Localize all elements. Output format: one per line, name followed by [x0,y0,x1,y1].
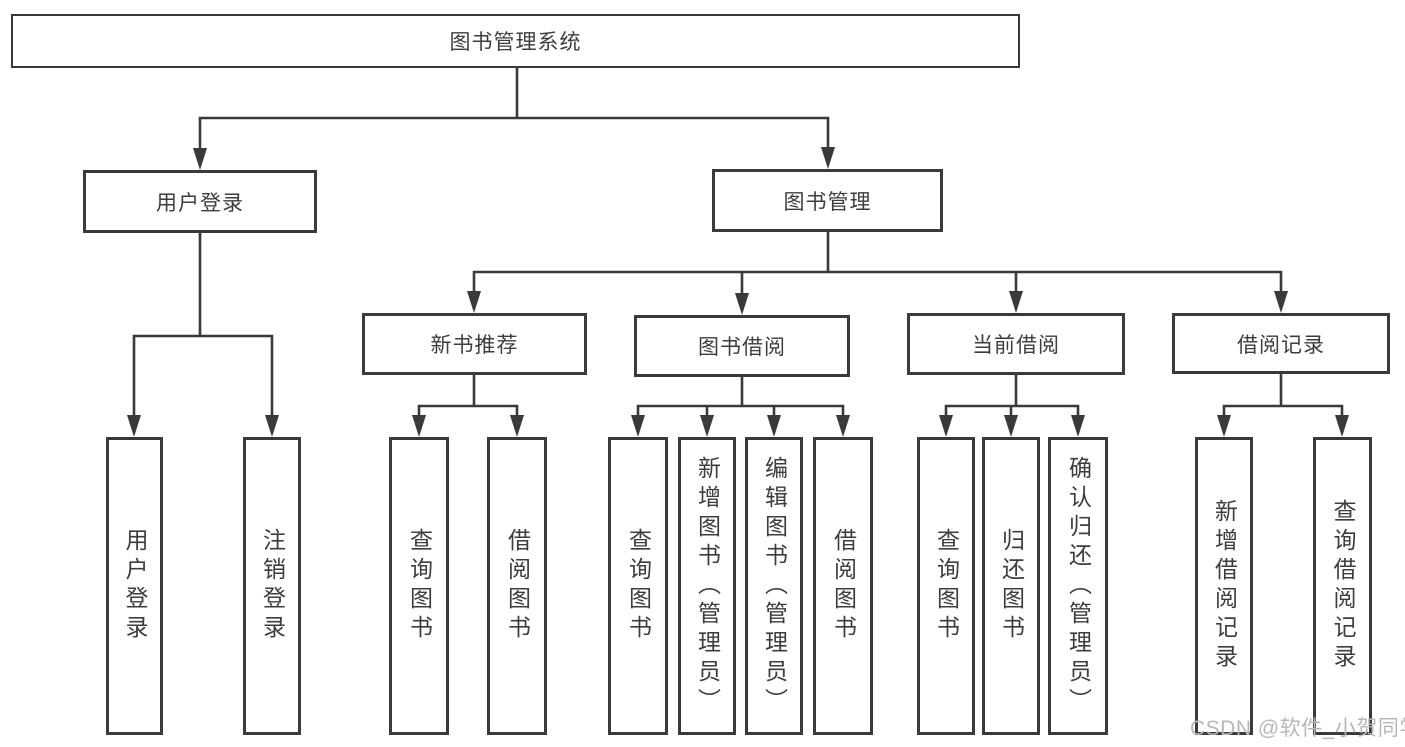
node-nb-query-books: 查询图书 [389,437,449,735]
node-br-query-record: 查询借阅记录 [1313,437,1372,735]
node-br-add-record: 新增借阅记录 [1195,437,1253,735]
node-user-login-label: 用户登录 [156,191,244,215]
node-br-add-record-label: 新增借阅记录 [1211,499,1238,673]
node-bb-add-books-admin-label: 新增图书（管理员） [694,455,721,717]
node-book-borrowing: 图书借阅 [634,315,850,377]
node-current-borrowing: 当前借阅 [907,313,1125,375]
node-cb-return-books: 归还图书 [982,437,1040,735]
node-book-management: 图书管理 [712,169,943,232]
node-cb-query-books: 查询图书 [917,437,975,735]
node-new-book-recommend-label: 新书推荐 [430,334,519,357]
node-new-book-recommend: 新书推荐 [362,313,587,375]
node-nb-borrow-books: 借阅图书 [487,437,547,735]
node-bb-query-books-label: 查询图书 [625,528,652,644]
node-borrowing-records-label: 借阅记录 [1237,333,1325,357]
node-logout-label: 注销登录 [259,528,286,644]
watermark: CSDN @软件_小贺同学 [1190,717,1405,740]
node-nb-query-books-label: 查询图书 [406,528,433,644]
node-current-borrowing-label: 当前借阅 [972,334,1060,357]
node-login: 用户登录 [106,437,163,735]
node-root: 图书管理系统 [11,14,1020,68]
node-cb-return-books-label: 归还图书 [998,528,1025,644]
node-bb-edit-books-admin: 编辑图书（管理员） [745,437,803,735]
node-book-borrowing-label: 图书借阅 [698,336,786,359]
node-cb-query-books-label: 查询图书 [933,528,960,644]
node-cb-confirm-return-admin: 确认归还（管理员） [1048,437,1108,735]
node-logout: 注销登录 [243,437,301,735]
node-book-management-label: 图书管理 [783,190,872,214]
node-br-query-record-label: 查询借阅记录 [1330,499,1356,673]
node-nb-borrow-books-label: 借阅图书 [504,528,531,644]
node-cb-confirm-return-admin-label: 确认归还（管理员） [1065,455,1092,717]
node-bb-add-books-admin: 新增图书（管理员） [678,437,736,735]
node-bb-query-books: 查询图书 [608,437,668,735]
node-user-login: 用户登录 [83,170,317,233]
node-borrowing-records: 借阅记录 [1172,313,1390,374]
node-bb-borrow-books: 借阅图书 [813,437,873,735]
node-bb-borrow-books-label: 借阅图书 [830,528,857,644]
node-root-label: 图书管理系统 [449,31,582,54]
node-bb-edit-books-admin-label: 编辑图书（管理员） [761,455,788,717]
node-login-label: 用户登录 [122,528,148,644]
